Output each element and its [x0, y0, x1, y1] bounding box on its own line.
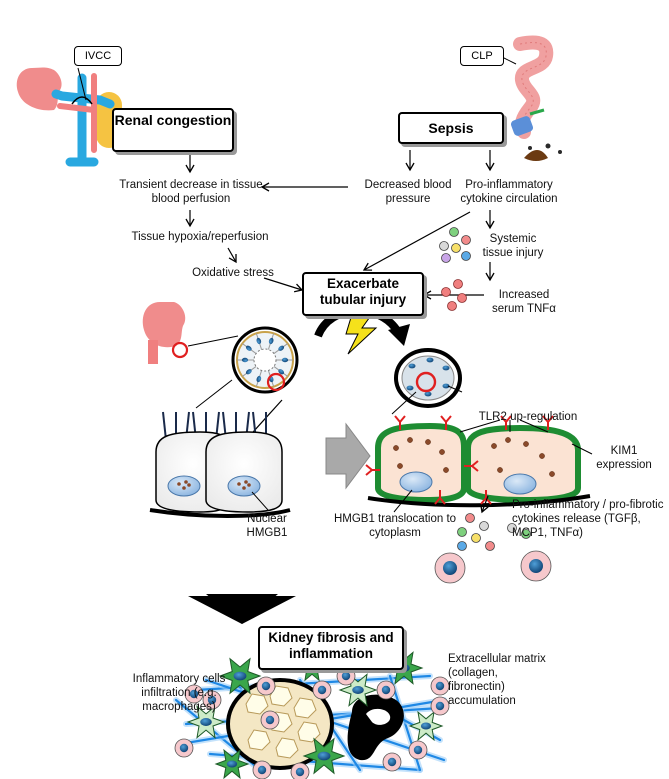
zoom-ring-kidney	[171, 341, 189, 359]
proinflammatory-circ-label: Pro-inflammatory cytokine circulation	[460, 179, 558, 205]
vena-cava-icon	[51, 73, 115, 167]
kidney-shape-icon	[16, 67, 62, 111]
zoom-ring-injured	[415, 371, 437, 393]
oxidative-stress-label: Oxidative stress	[192, 267, 274, 279]
ecm-label: Extracellular matrix (collagen, fibronec…	[448, 653, 546, 707]
cecum-blue	[510, 116, 534, 136]
released-cytokines	[457, 513, 531, 551]
kidney-fibrosis-box: Kidney fibrosis and inflammation	[258, 626, 404, 670]
renal-congestion-box: Renal congestion	[112, 108, 234, 152]
decreased-bp-label: Decreased blood pressure	[364, 179, 452, 205]
cytokine-dots-top	[439, 227, 471, 263]
transient-decrease-label: Transient decrease in tissue blood perfu…	[119, 179, 263, 205]
zoom-ring-tubule	[266, 372, 286, 392]
ivcc-tag: IVCC	[74, 46, 122, 66]
kim1-label: KIM1 expression	[596, 445, 652, 471]
fibrosis-illustration	[173, 651, 450, 779]
aorta-icon	[57, 73, 97, 153]
hmgb1-translocation-label: HMGB1 translocation to cytoplasm	[333, 513, 457, 539]
kidney-fibrosis-label: Kidney fibrosis and inflammation	[268, 630, 394, 661]
ivcc-ligature-icon	[71, 96, 93, 105]
flow-arrows	[185, 150, 495, 443]
tubule-injured-section	[391, 348, 463, 415]
healthy-epithelium	[149, 411, 291, 518]
tubule-cross-section	[195, 326, 299, 409]
injured-epithelium	[365, 415, 593, 514]
sepsis-box: Sepsis	[398, 112, 504, 144]
nuclear-hmgb1-label: Nuclear HMGB1	[246, 513, 288, 539]
puncture-spill	[524, 150, 548, 161]
exacerbate-box: Exacerbate tubular injury	[302, 272, 424, 316]
clp-tag: CLP	[460, 46, 504, 66]
kidney-section-illustration	[142, 302, 239, 364]
serum-tnfa-label: Increased serum TNFα	[492, 289, 556, 315]
exacerbate-label: Exacerbate tubular injury	[319, 276, 407, 307]
sepsis-label: Sepsis	[428, 120, 474, 136]
renal-congestion-label: Renal congestion	[114, 112, 232, 128]
tlr2-label: TLR2 up-regulation	[478, 411, 578, 423]
gray-arrow-icon	[325, 422, 371, 490]
tissue-hypoxia-label: Tissue hypoxia/reperfusion	[131, 231, 269, 243]
tnfa-dots	[441, 279, 467, 311]
systemic-injury-label: Systemic tissue injury	[482, 233, 544, 259]
inflammatory-cells-label: Inflammatory cells infiltration (e.g. ma…	[132, 673, 226, 713]
kidney-ivcc-illustration	[16, 67, 122, 167]
cytokines-release-label: Pro-inflammatory / pro-fibrotic cytokine…	[512, 499, 664, 539]
immune-cells-right	[434, 550, 552, 584]
injury-lightning-icon	[314, 306, 410, 355]
colon-clp-illustration	[499, 35, 562, 161]
